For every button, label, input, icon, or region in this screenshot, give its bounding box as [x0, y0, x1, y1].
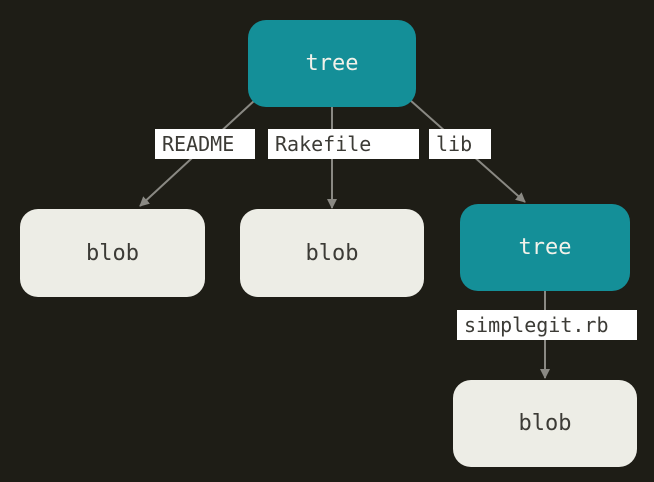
rakefile-blob-label: blob [305, 240, 359, 266]
root-tree-node: tree [248, 20, 416, 107]
simplegit-blob-node: blob [453, 380, 637, 467]
lib-tree-node: tree [460, 204, 630, 291]
edge-label-simplegit: simplegit.rb [457, 310, 637, 340]
readme-blob-node: blob [20, 209, 205, 297]
edge-label-readme: README [155, 129, 255, 159]
root-tree-label: tree [305, 51, 359, 76]
edge-label-lib: lib [429, 129, 491, 159]
simplegit-blob-label: blob [518, 411, 572, 436]
readme-blob-label: blob [86, 240, 139, 266]
edge-label-rakefile: Rakefile [268, 129, 419, 159]
lib-tree-label: tree [518, 235, 572, 260]
rakefile-blob-node: blob [240, 209, 424, 297]
